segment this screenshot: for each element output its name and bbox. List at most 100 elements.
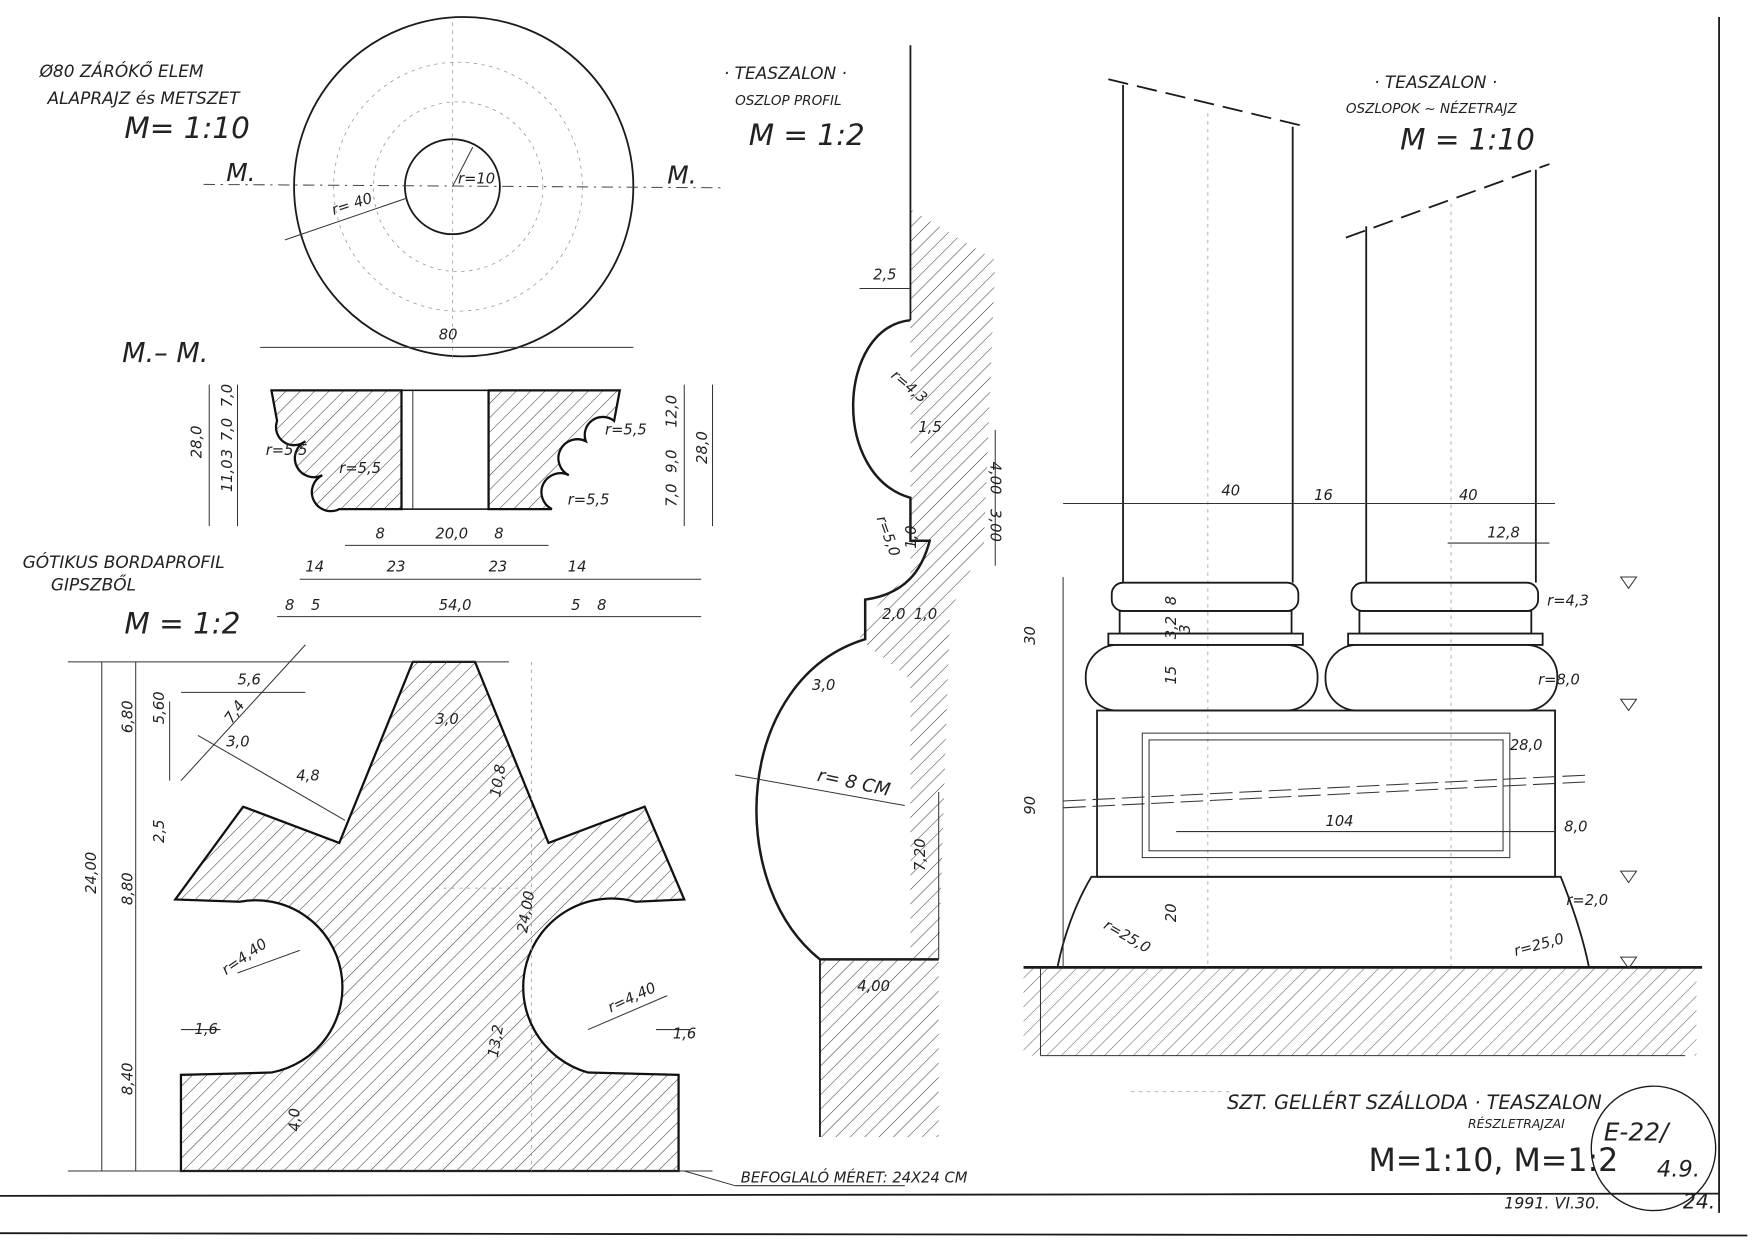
dim-right-2: 7,0	[663, 483, 680, 506]
elev-dim-1: 16	[1314, 487, 1333, 504]
dim-row3-2: 54,0	[439, 597, 472, 614]
profile-dim-8: 1,0	[914, 606, 937, 623]
dim-row3-4: 8	[597, 597, 606, 614]
dim-row2-3: 14	[568, 558, 587, 575]
plan-scale: M= 1:10	[124, 111, 249, 145]
radius-label-4: r=5,5	[568, 492, 610, 509]
elev-dim-18: 20	[1163, 903, 1180, 922]
elevation-title-line2: OSZLOPOK ~ NÉZETRAJZ	[1346, 99, 1518, 117]
rib-dim-7: 8,80	[119, 872, 136, 905]
rib-dim-4: 6,80	[119, 700, 136, 733]
section-label: M.– M.	[122, 338, 208, 369]
rib-dim-10: 3,0	[435, 711, 458, 728]
section-mark-left: M.	[226, 158, 255, 187]
rib-dim-3: 4,8	[296, 768, 319, 785]
rib-dim-13: 13,2	[485, 1023, 507, 1058]
dim-overall: 80	[439, 326, 458, 343]
profile-dim-11: 7,20	[912, 838, 929, 871]
column-profile-section: 2,5 r=4,3 1,5 4,00 3,00 r=5,0 1,0 2,0 1,…	[735, 45, 1004, 1138]
rib-dim-0: 5,6	[238, 671, 261, 688]
keystone-section-view: M.– M. 80 28,0 7,0 7,0 3 11,0 12,0 9,0 7…	[122, 326, 714, 618]
rib-dim-16: 4,0	[287, 1108, 304, 1131]
dim-left-1: 7,0	[219, 384, 236, 407]
drawing-date: 1991. VI.30.	[1504, 1193, 1600, 1212]
radius-label-2: r=5,5	[339, 460, 381, 477]
plan-title-line2: ALAPRAJZ és METSZET	[47, 88, 242, 108]
profile-dim-12: 4,00	[857, 978, 890, 995]
rib-dim-2: 3,0	[226, 734, 249, 751]
rib-dim-11: 10,8	[487, 763, 509, 798]
rib-dim-8: 24,00	[83, 852, 100, 894]
profile-title-line2: OSZLOP PROFIL	[735, 93, 841, 109]
dim-right-1: 9,0	[663, 450, 680, 473]
rib-scale: M = 1:2	[124, 607, 240, 641]
dim-row2-0: 14	[305, 558, 324, 575]
radius-outer-label: r= 40	[330, 190, 375, 219]
dim-left-3: 3	[219, 449, 236, 458]
rib-title-line2: GIPSZBŐL	[51, 574, 136, 595]
columns-elevation: 40 16 40 12,8 r=4,3 r=8,0 28,0 104 8,0 r…	[1022, 78, 1703, 1057]
elev-dim-13: 8	[1163, 596, 1180, 605]
elev-dim-14: 3,2	[1163, 616, 1180, 639]
profile-dim-5: r=5,0	[873, 514, 903, 559]
elevation-title-line1: · TEASZALON ·	[1374, 72, 1497, 92]
rib-dim-5: 5,60	[151, 691, 168, 724]
keystone-plan-view: r= 40 r=10 M. M.	[203, 16, 724, 363]
dim-right-0: 12,0	[663, 395, 680, 428]
rib-overall-note: BEFOGLALÓ MÉRET: 24X24 CM	[741, 1168, 968, 1186]
elev-dim-17: 90	[1022, 796, 1039, 815]
elev-dim-8: 8,0	[1564, 819, 1587, 836]
profile-dim-6: 1,0	[903, 525, 920, 548]
radius-inner-label: r=10	[458, 170, 495, 187]
column-base-left	[1084, 581, 1319, 712]
elev-dim-7: 104	[1325, 813, 1353, 830]
elev-dim-6: 28,0	[1510, 737, 1543, 754]
rib-dim-15: 1,6	[673, 1026, 696, 1043]
dim-row3-0: 8	[285, 597, 294, 614]
profile-dim-7: 2,0	[882, 606, 905, 623]
elev-dim-5: r=8,0	[1538, 671, 1580, 688]
rib-dim-6: 2,5	[151, 820, 168, 843]
elev-dim-11: r=25,0	[1512, 930, 1566, 960]
dim-row1-2: 8	[494, 526, 503, 543]
elev-dim-4: r=4,3	[1547, 592, 1589, 609]
section-mark-right: M.	[667, 160, 696, 189]
dim-row3-3: 5	[571, 597, 580, 614]
rib-dim-9: 8,40	[119, 1062, 136, 1095]
elev-dim-10: r=25,0	[1101, 916, 1154, 956]
elev-dim-9: r=2,0	[1566, 892, 1608, 909]
profile-dim-4: 3,00	[987, 509, 1004, 542]
profile-scale: M = 1:2	[749, 118, 865, 152]
sheet-number: 24.	[1683, 1189, 1715, 1213]
elev-dim-16: 15	[1163, 666, 1180, 685]
dim-row3-1: 5	[311, 597, 320, 614]
profile-dim-3: 4,00	[987, 462, 1004, 495]
drawing-number: E-22/	[1604, 1117, 1671, 1146]
dim-left-0: 28,0	[188, 426, 205, 459]
dim-right-3: 28,0	[694, 431, 711, 464]
drawing-subnumber: 4.9.	[1657, 1157, 1700, 1183]
radius-label-3: r=5,5	[605, 421, 647, 438]
dim-left-4: 11,0	[219, 459, 236, 492]
dim-left-2: 7,0	[219, 418, 236, 441]
plan-title-line1: Ø80 ZÁRÓKŐ ELEM	[39, 60, 204, 81]
elev-dim-15: 3	[1177, 624, 1194, 633]
profile-dim-0: 2,5	[873, 266, 896, 283]
dim-row1-1: 20,0	[435, 526, 468, 543]
profile-dim-9: 3,0	[812, 677, 835, 694]
profile-title-line1: · TEASZALON ·	[724, 63, 847, 83]
scales-label: M=1:10, M=1:2	[1368, 1143, 1618, 1179]
elevation-scale: M = 1:10	[1400, 122, 1535, 156]
rib-title-line1: GÓTIKUS BORDAPROFIL	[23, 551, 225, 572]
elev-dim-0: 40	[1221, 483, 1240, 500]
dim-row2-2: 23	[489, 558, 508, 575]
rib-dim-1: 7,4	[221, 697, 248, 726]
profile-dim-2: 1,5	[918, 419, 941, 436]
elev-dim-3: 12,8	[1487, 524, 1520, 541]
project-title: SZT. GELLÉRT SZÁLLODA · TEASZALON	[1227, 1091, 1602, 1114]
elev-dim-2: 40	[1459, 487, 1478, 504]
radius-label-1: r=5,5	[266, 442, 308, 459]
column-base-right	[1324, 581, 1559, 712]
dim-row1-0: 8	[375, 526, 384, 543]
